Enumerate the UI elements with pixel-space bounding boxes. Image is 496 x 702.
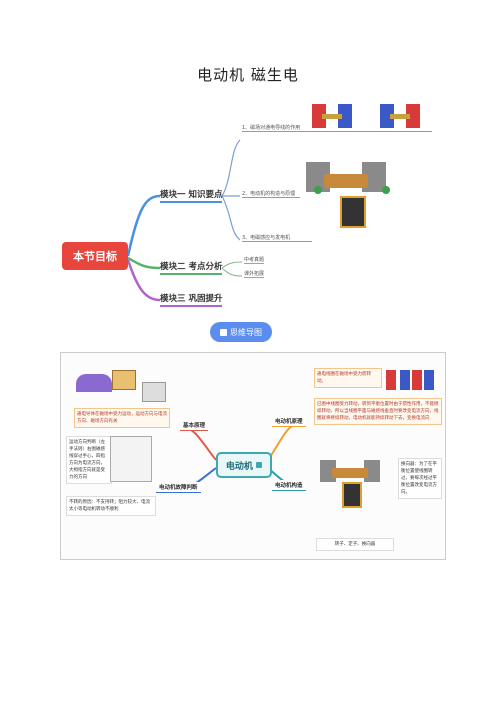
- leaf-exam-questions[interactable]: 中考真题: [244, 257, 265, 264]
- experiment-illustration: [72, 364, 172, 404]
- branch-motor-structure[interactable]: 电动机构造: [272, 480, 306, 491]
- branch-module-two[interactable]: 模块二 考点分析: [160, 260, 223, 275]
- note-principle-detail: 已图中线圈受力转动，转到平衡位置时由于惯性作用，不能继续转动，所以当线圈平面与磁…: [314, 398, 442, 425]
- note-principle-summary: 通电线圈在磁场中受力而转动。: [314, 368, 382, 388]
- note-basic-principle: 通电导体在磁场中受力运动，运动方向与电流方向、磁场方向有关: [74, 408, 170, 428]
- note-fault-reason: 不转的原因：不支持转；阻力较大、电流太小等电动机转动不顺利: [66, 496, 156, 516]
- motor-illustration: [300, 156, 400, 228]
- page-title: 电动机 磁生电: [197, 66, 299, 84]
- note-left-hand-rule: 运动方向判断（左手法则）右图磁感线穿过手心，四指方向为电流方向，大拇指方向就是受…: [66, 436, 112, 484]
- principle-illustration: [384, 368, 436, 392]
- note-structure-parts: 转子、定子、换向器: [316, 538, 394, 551]
- branch-basic-principle[interactable]: 基本原理: [180, 420, 209, 431]
- motor-structure-illustration: [318, 456, 382, 508]
- branch-module-three[interactable]: 模块三 巩固提升: [160, 292, 223, 307]
- note-commutator: 换向器：为了在平衡位置使线圈转过，要每次经过平衡位置改变电流方向。: [398, 458, 442, 499]
- mindmap-connectors: [126, 139, 243, 302]
- note-icon: [256, 462, 263, 468]
- magnet-illustration-left: [308, 100, 356, 134]
- center-node-motor[interactable]: 电动机: [216, 452, 272, 478]
- leaf-extension[interactable]: 课外拓展: [244, 271, 265, 278]
- branch-motor-principle[interactable]: 电动机原理: [272, 416, 306, 427]
- leaf-motor-structure[interactable]: 2、电动机的构造与原理: [242, 190, 300, 198]
- leaf-electromagnetic-induction[interactable]: 3、电磁感应与发电机: [242, 234, 312, 242]
- center-node-goals[interactable]: 本节目标: [62, 242, 128, 270]
- leaf-magnetic-force[interactable]: 1、磁场对通电导线的作用: [242, 124, 432, 132]
- branch-module-one[interactable]: 模块一 知识要点: [160, 188, 223, 203]
- magnet-illustration-right: [376, 100, 424, 134]
- mindmap-icon: [220, 328, 227, 336]
- left-hand-rule-illustration: [110, 436, 152, 482]
- branch-fault-judgement[interactable]: 电动机故障判断: [156, 482, 201, 493]
- mindmap-button[interactable]: 思维导图: [210, 322, 272, 342]
